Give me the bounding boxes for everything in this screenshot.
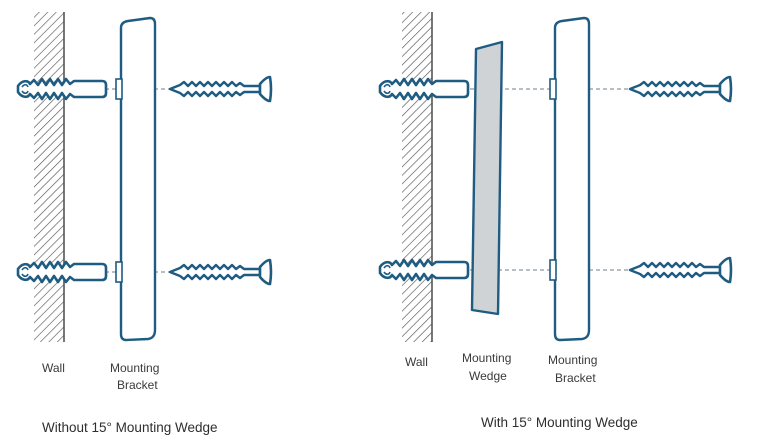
right-caption: With 15° Mounting Wedge: [481, 415, 638, 430]
screw-upper: [168, 75, 273, 103]
wedge-label-line2: Wedge: [469, 369, 507, 383]
wall: [34, 12, 65, 342]
right-diagram: Wall Mounting Wedge Mounting Bracket Wit…: [378, 12, 733, 430]
bracket-label-line2: Bracket: [117, 378, 158, 392]
left-caption: Without 15° Mounting Wedge: [42, 420, 218, 435]
left-diagram: Wall Mounting Bracket Without 15° Mounti…: [16, 12, 273, 435]
wall: [402, 12, 433, 342]
mounting-wedge: [470, 40, 504, 316]
bracket-label-line2: Bracket: [555, 371, 596, 385]
mounting-bracket: [115, 16, 157, 342]
bracket-label-line1: Mounting: [548, 353, 597, 367]
bracket-label-line1: Mounting: [110, 361, 159, 375]
screw-lower: [168, 258, 273, 286]
mounting-bracket: [549, 16, 591, 342]
wall-label: Wall: [42, 361, 65, 375]
screw-upper: [628, 75, 733, 103]
wedge-label-line1: Mounting: [462, 351, 511, 365]
screw-lower: [628, 256, 733, 284]
wall-label: Wall: [405, 355, 428, 369]
